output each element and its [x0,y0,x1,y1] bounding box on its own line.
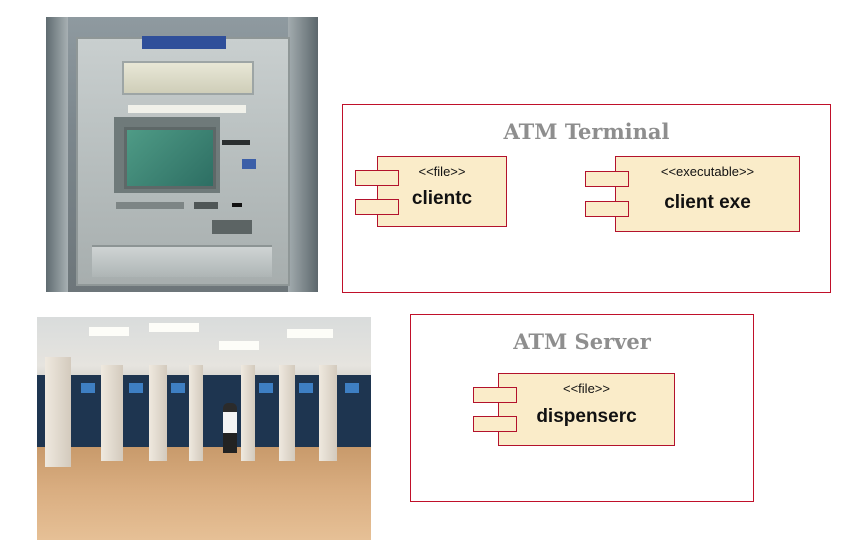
pillar [319,365,337,461]
pillar [189,365,203,461]
atm-screen [259,383,273,393]
ceiling-light [149,323,199,332]
node-title: ATM Server [513,329,651,354]
node-title: ATM Terminal [503,119,670,144]
component-name: dispenserc [536,406,637,427]
atm-screen [129,383,143,393]
pillar [149,365,167,461]
atm-blue-button [242,159,256,169]
atm-receipt-slot [194,202,218,209]
atm-terminal-node: ATM Terminal <<file>> clientc <<executab… [342,104,831,293]
atm-light [128,105,246,113]
atm-screen [299,383,313,393]
atm-card-slot [222,140,250,145]
component-dispenserc: <<file>> dispenserc [498,373,675,446]
component-tab [473,387,517,403]
atm-sign [142,36,226,49]
component-stereotype: <<file>> [563,381,610,396]
ceiling-light [89,327,129,336]
person [223,403,237,453]
atm-screen [345,383,359,393]
component-tab [473,416,517,432]
component-name: clientc [411,188,473,209]
atm-keypad [212,220,252,234]
component-tab [585,171,629,187]
ceiling-light [287,329,333,338]
atm-top-panel [122,61,254,95]
pillar [279,365,295,461]
atm-screen [81,383,95,393]
atm-cash-tray [116,202,184,209]
component-tab [355,170,399,186]
atm-machine-photo [46,17,318,292]
component-clientc: <<file>> clientc [377,156,507,227]
atm-hall-photo [37,317,371,540]
component-tab [355,199,399,215]
floor [37,447,371,540]
atm-screen [171,383,185,393]
photo-frame-right [288,17,318,292]
atm-small-slot [232,203,242,207]
component-stereotype: <<file>> [418,164,466,179]
component-name: client exe [664,192,751,213]
atm-server-node: ATM Server <<file>> dispenserc [410,314,754,502]
pillar [241,365,255,461]
photo-frame-left [46,17,68,292]
component-client-exe: <<executable>> client exe [615,156,800,232]
pillar [101,365,123,461]
atm-shelf [92,245,272,277]
atm-screen [124,127,216,189]
pillar [45,357,71,467]
component-tab [585,201,629,217]
component-stereotype: <<executable>> [660,164,755,179]
ceiling-light [219,341,259,350]
